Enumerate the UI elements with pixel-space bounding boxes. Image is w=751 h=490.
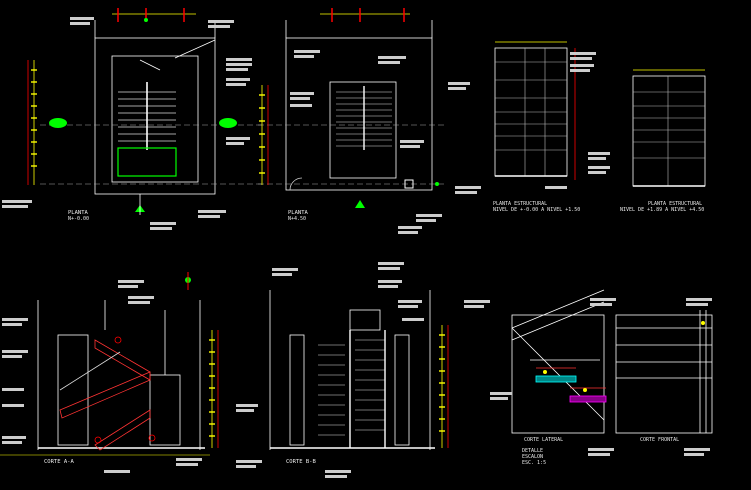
annotations-upper — [290, 50, 442, 234]
title-corte-bb: CORTE B-B — [286, 459, 316, 465]
section-b-b — [269, 290, 435, 450]
section-markers-ground — [49, 118, 237, 215]
title-corte-frontal: CORTE FRONTAL — [640, 437, 679, 443]
title-detalle: DETALLE — [522, 448, 543, 454]
annotations-struct-2 — [588, 152, 610, 174]
dimension-left-ground — [27, 60, 38, 185]
annotations-struct-1 — [448, 52, 596, 194]
dimension-corte-aa — [0, 272, 219, 456]
level-estructural-1: NIVEL DE +-0.00 A NIVEL +1.50 — [493, 207, 580, 213]
dimension-corte-bb — [438, 325, 449, 448]
scale-detalle: ESC. 1:5 — [522, 460, 546, 466]
structural-plan-2 — [632, 69, 706, 187]
level-estructural-2: NIVEL DE +1.89 A NIVEL +4.50 — [620, 207, 704, 213]
detail-corte-lateral — [511, 289, 607, 434]
annotations-corte-aa — [2, 280, 202, 473]
title-planta-2: PLANTA — [288, 210, 309, 216]
structural-plan-1 — [494, 41, 576, 180]
title-estructural-2: PLANTA ESTRUCTURAL — [648, 201, 702, 207]
title-corte-aa: CORTE A-A — [44, 459, 74, 465]
plan-upper-floor — [258, 20, 445, 191]
dimension-top-ground — [112, 8, 196, 22]
section-markers-upper — [355, 179, 439, 208]
detail-corte-frontal — [615, 310, 713, 434]
section-a-a — [37, 300, 205, 451]
sub-detalle: ESCALON — [522, 454, 543, 460]
level-planta-2: N+4.50 — [288, 216, 306, 222]
annotations-corte-bb — [236, 262, 424, 478]
title-estructural-1: PLANTA ESTRUCTURAL — [493, 201, 547, 207]
annotations-ground — [2, 17, 252, 230]
title-corte-lateral: CORTE LATERAL — [524, 437, 563, 443]
dimension-top-upper — [320, 8, 410, 22]
dimension-right-upper — [258, 85, 269, 185]
level-planta-1: N+-0.00 — [68, 216, 89, 222]
title-planta-1: PLANTA — [68, 210, 89, 216]
annotations-detail — [464, 298, 712, 456]
plan-ground-floor — [40, 20, 262, 195]
